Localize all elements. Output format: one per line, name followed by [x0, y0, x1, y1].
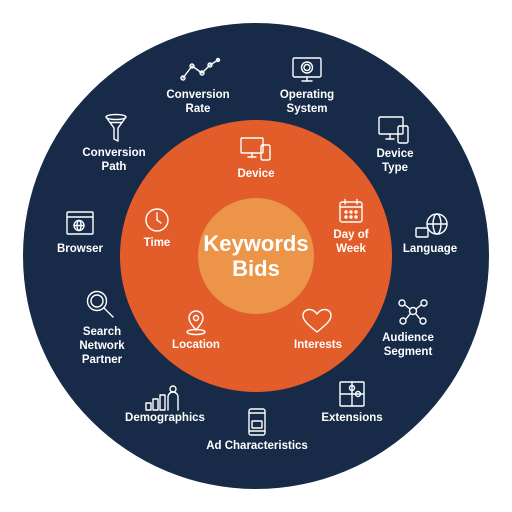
center-title: Keywords Bids — [203, 231, 309, 281]
magnifier-icon — [86, 290, 114, 318]
inner-label-device: Device — [237, 168, 275, 180]
inner-label-time: Time — [143, 237, 171, 249]
bar-chart-person-icon — [145, 385, 179, 411]
globe-icon — [415, 213, 448, 238]
device-icon — [240, 137, 271, 161]
location-pin-icon — [186, 310, 206, 336]
outer-label-device-type: Device Type — [376, 148, 414, 174]
outer-label-search-network-partner: Search Network Partner — [79, 326, 125, 366]
heart-icon — [302, 308, 332, 333]
outer-label-conversion-rate: Conversion Rate — [166, 89, 230, 115]
puzzle-icon — [339, 381, 365, 407]
calendar-icon — [339, 198, 363, 223]
clock-icon — [145, 208, 169, 232]
phone-ad-icon — [248, 408, 266, 436]
outer-label-demographics: Demographics — [125, 412, 205, 424]
monitor-gear-icon — [292, 57, 322, 82]
outer-label-ad-characteristics: Ad Characteristics — [206, 440, 308, 452]
outer-label-extensions: Extensions — [321, 412, 383, 424]
audience-network-icon — [398, 299, 428, 325]
outer-label-audience-segment: Audience Segment — [382, 332, 434, 358]
inner-label-day-of-week: Day of Week — [333, 229, 369, 255]
funnel-icon — [105, 113, 127, 142]
outer-label-browser: Browser — [56, 243, 104, 255]
inner-label-interests: Interests — [294, 339, 342, 351]
browser-window-icon — [66, 211, 94, 235]
desktop-mobile-icon — [378, 116, 409, 144]
center-circle — [198, 198, 314, 314]
inner-label-location: Location — [172, 339, 220, 351]
outer-label-operating-system: Operating System — [279, 89, 335, 115]
line-graph-icon — [180, 57, 221, 81]
outer-label-conversion-path: Conversion Path — [82, 147, 146, 173]
outer-label-language: Language — [402, 243, 458, 255]
